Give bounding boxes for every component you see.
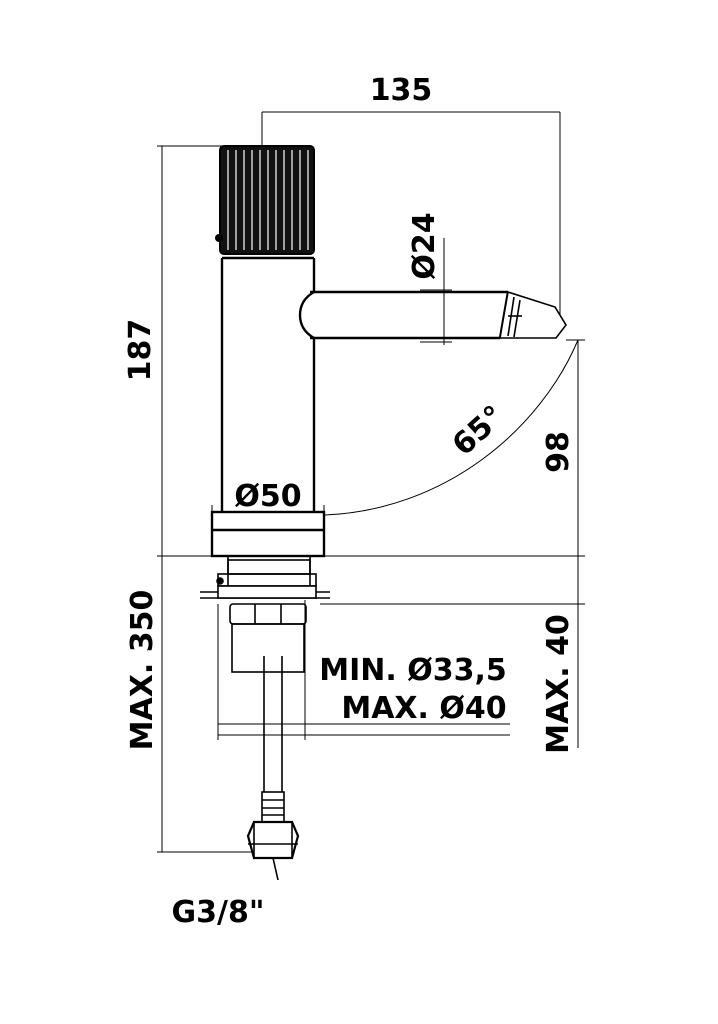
dim-max-350: MAX. 350	[125, 590, 160, 751]
dim-max-40: MAX. 40	[541, 614, 576, 754]
spout	[298, 290, 510, 340]
base-ring	[210, 510, 326, 558]
dim-spout-diameter: Ø24	[407, 212, 442, 279]
flexible-hose	[246, 656, 300, 881]
dim-base-diameter: Ø50	[234, 479, 301, 514]
dim-height-187: 187	[123, 319, 158, 382]
faucet-body	[220, 256, 316, 512]
ribbed-handle	[215, 145, 315, 255]
dim-connection-thread: G3/8"	[172, 895, 265, 930]
dim-hole-max: MAX. Ø40	[341, 691, 506, 726]
dim-width-135: 135	[370, 73, 433, 108]
dim-spout-height-98: 98	[541, 431, 576, 473]
dim-spout-angle: 65°	[446, 399, 512, 463]
aerator	[499, 290, 567, 339]
mounting-assembly	[200, 555, 330, 673]
dim-hole-min: MIN. Ø33,5	[319, 653, 507, 688]
